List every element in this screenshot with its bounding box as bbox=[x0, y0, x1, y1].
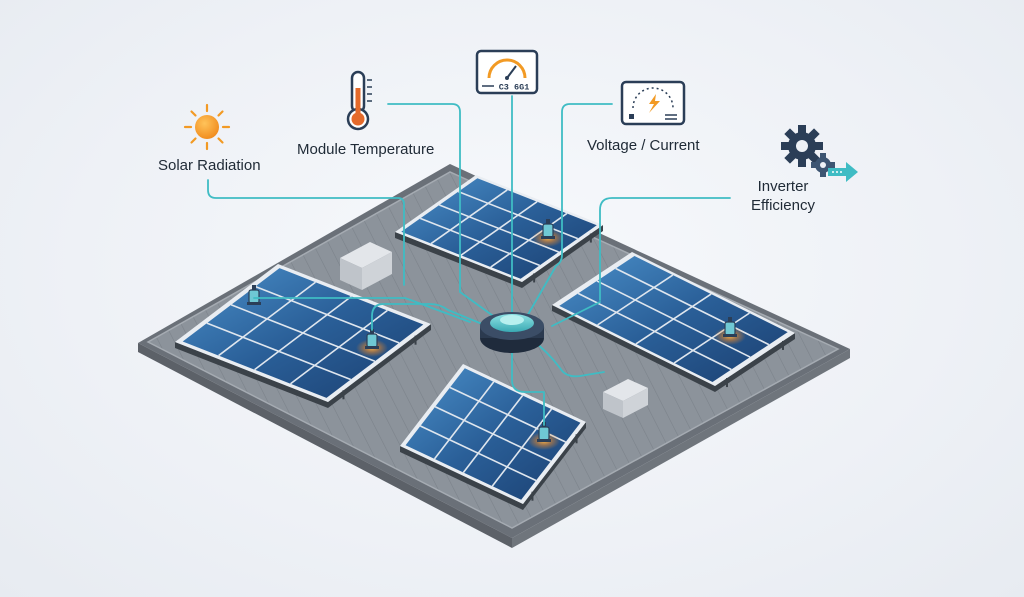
gauge-meter-icon: C3 6G1 bbox=[475, 49, 539, 95]
panel-sensor bbox=[532, 219, 564, 247]
panel-sensor bbox=[356, 329, 388, 357]
gears-arrow-icon bbox=[781, 125, 858, 182]
central-data-hub bbox=[480, 312, 544, 353]
label-inverter-line1: Inverter bbox=[757, 178, 809, 195]
label-module-temperature: Module Temperature bbox=[297, 141, 435, 158]
label-inverter-efficiency: Inverter Efficiency bbox=[742, 177, 824, 215]
solar-array-right bbox=[552, 252, 795, 392]
solar-array-top bbox=[395, 175, 603, 288]
gauge-meter-text: C3 6G1 bbox=[499, 83, 530, 93]
solar-array-left bbox=[175, 264, 431, 408]
data-cables bbox=[207, 95, 731, 426]
rooftop-unit-left bbox=[340, 242, 392, 290]
label-solar-radiation: Solar Radiation bbox=[158, 157, 261, 174]
panel-sensor bbox=[714, 317, 746, 345]
solar-arrays bbox=[175, 175, 795, 510]
voltage-meter-icon bbox=[620, 80, 686, 126]
rooftop-unit-right bbox=[603, 379, 648, 418]
label-voltage-current: Voltage / Current bbox=[587, 137, 700, 154]
solar-array-bottom bbox=[400, 364, 586, 510]
thermometer-icon bbox=[346, 70, 372, 131]
label-inverter-line2: Efficiency bbox=[751, 197, 815, 214]
panel-sensor bbox=[247, 285, 261, 305]
sun-icon bbox=[183, 103, 231, 151]
